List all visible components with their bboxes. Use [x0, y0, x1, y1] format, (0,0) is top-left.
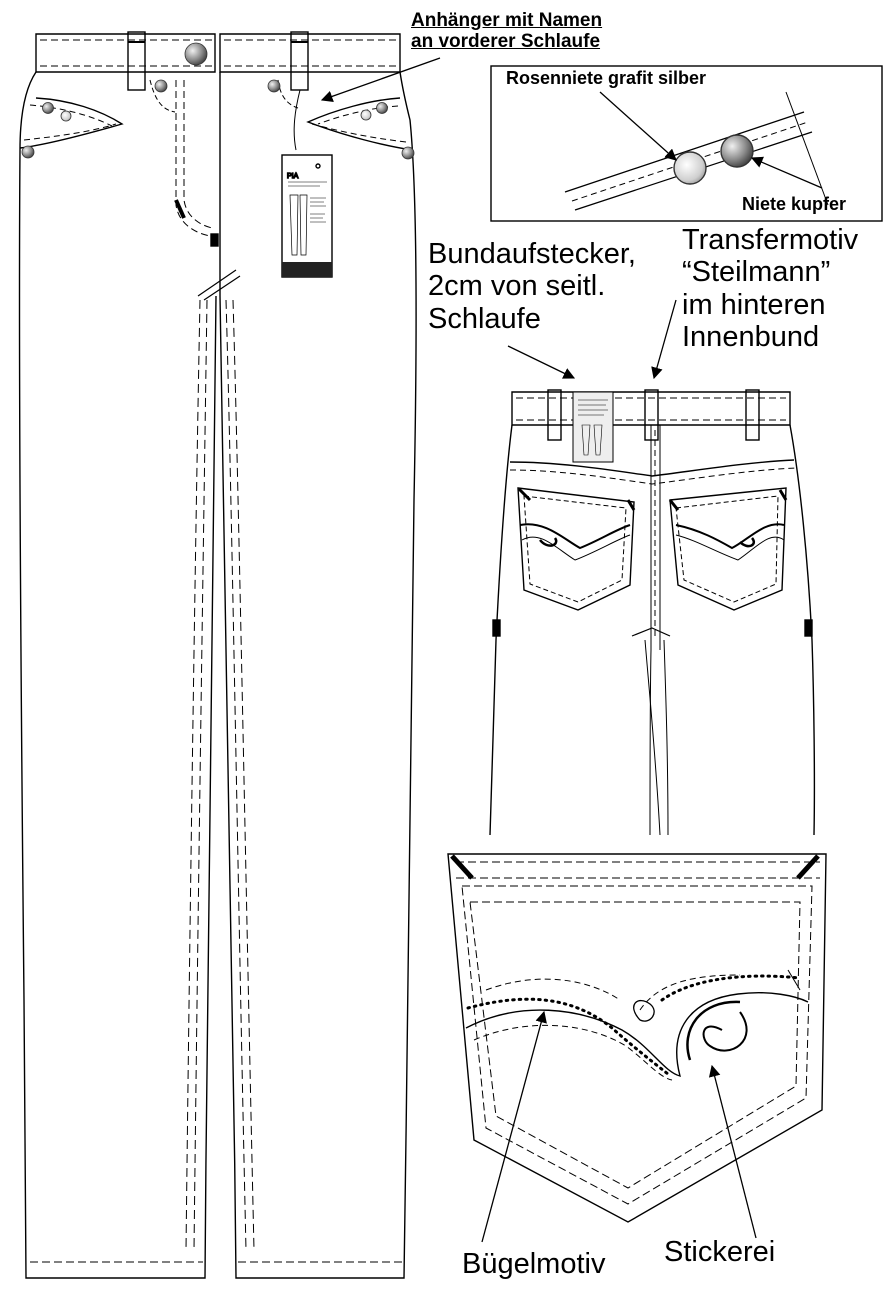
embroidery-label: Stickerei	[664, 1236, 776, 1268]
hang-tag-name: PIA	[287, 173, 299, 180]
front-rivets	[21, 42, 415, 160]
pocket-detail	[447, 853, 827, 1223]
rose-rivet-label: Rosenniete grafit silber	[506, 68, 707, 88]
callout-arrows	[320, 57, 823, 1243]
rivet-detail	[490, 65, 883, 222]
front-view: PIA	[18, 31, 417, 1279]
back-view	[489, 389, 816, 836]
copper-rivet-label: Niete kupfer	[742, 194, 847, 214]
waistband-patch-label: Bundaufstecker, 2cm von seitl. Schlaufe	[428, 238, 636, 335]
transfer-motif-label: Transfermotiv “Steilmann” im hinteren In…	[682, 224, 859, 354]
hang-tag: PIA	[281, 154, 333, 278]
back-pocket-right	[669, 487, 787, 611]
iron-motif-label: Bügelmotiv	[462, 1248, 606, 1280]
tag-callout-label: Anhänger mit Namen an vorderer Schlaufe	[411, 10, 603, 53]
back-pocket-left	[517, 487, 635, 611]
front-outline	[18, 71, 417, 1279]
front-waistband	[35, 31, 401, 91]
